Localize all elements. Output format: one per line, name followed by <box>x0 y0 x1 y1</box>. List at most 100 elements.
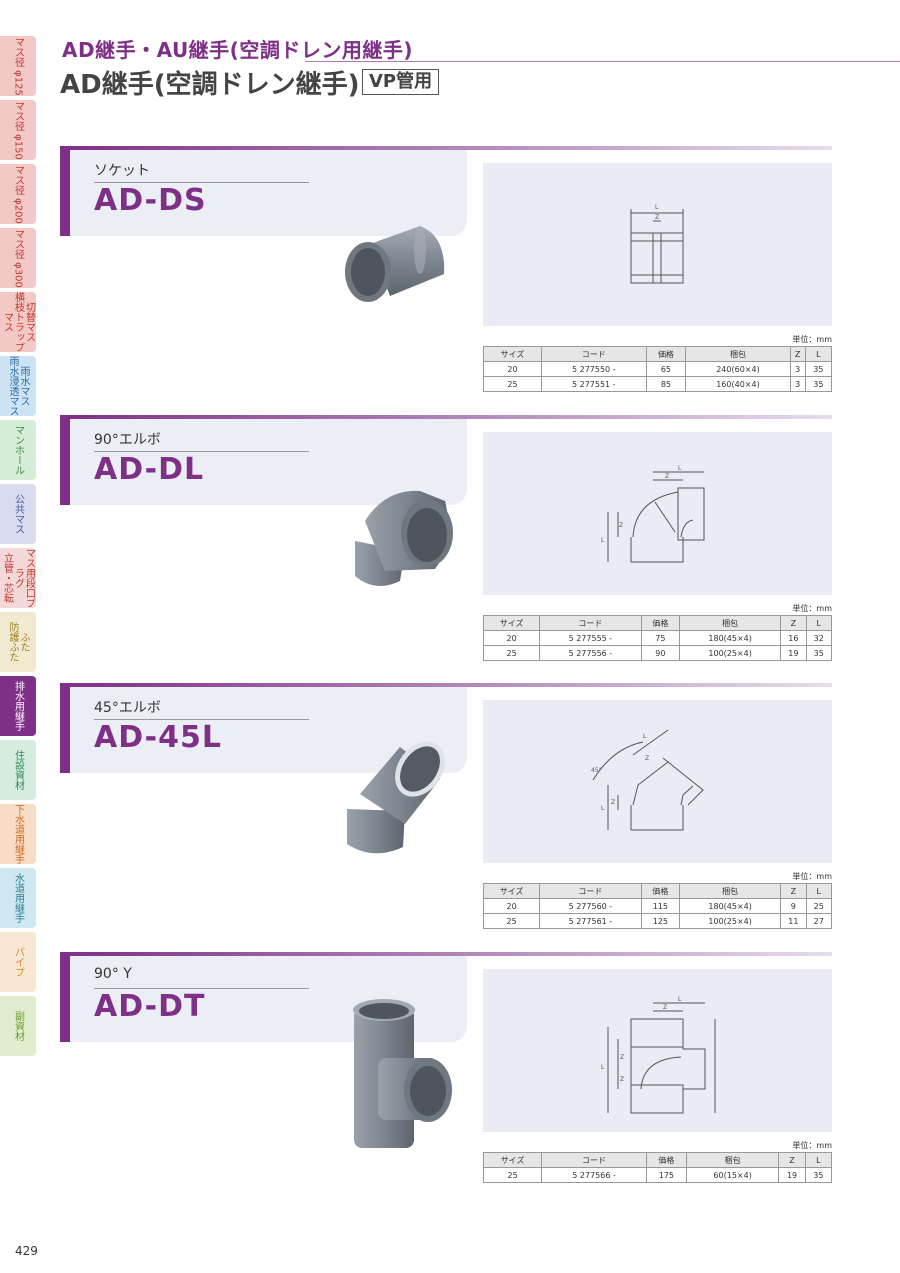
side-tab[interactable]: 雨水マス 雨水浸透マス <box>0 356 36 416</box>
page-subtitle: AD継手・AU継手(空調ドレン用継手) <box>62 38 413 62</box>
side-tab[interactable]: 切替マス 横枝トラップマス <box>0 292 36 352</box>
side-tab-label: ふた 防護ふた <box>7 622 29 662</box>
svg-text:Z: Z <box>645 755 649 762</box>
svg-text:Z: Z <box>620 1076 624 1083</box>
col-code: コード <box>539 615 642 631</box>
cell: 60(15×4) <box>685 1167 780 1183</box>
spec-table: サイズ コード 価格 梱包 Z L 25 5 277566 - 175 60(1… <box>482 1152 833 1183</box>
side-tab[interactable]: マス径 φ300 <box>0 228 36 288</box>
title-panel: ソケット AD-DS <box>60 150 467 236</box>
svg-text:L: L <box>655 204 659 211</box>
table-row: 25 5 277566 - 175 60(15×4) 19 35 <box>482 1167 833 1183</box>
elbow-90-drawing: LZ ZL <box>601 465 705 563</box>
side-tab-label: マス用段口プラグ 立管・芯転 <box>1 548 35 608</box>
col-price: 価格 <box>645 346 687 362</box>
side-tab[interactable]: マス径 φ200 <box>0 164 36 224</box>
col-size: サイズ <box>482 346 543 362</box>
cell: 180(45×4) <box>679 898 782 914</box>
page-number: 429 <box>15 1244 38 1258</box>
section-top-bar <box>60 146 832 150</box>
table-header-row: サイズ コード 価格 梱包 Z L <box>482 883 833 899</box>
product-code: AD-DS <box>94 183 207 218</box>
cell: 125 <box>640 913 681 929</box>
cell: 5 277551 - <box>541 376 647 392</box>
cell: 5 277566 - <box>541 1167 647 1183</box>
table-row: 25 5 277556 - 90 100(25×4) 19 35 <box>482 645 833 661</box>
product-code: AD-DT <box>94 989 206 1024</box>
tee-y-photo <box>353 999 452 1148</box>
svg-text:Z: Z <box>665 473 669 480</box>
svg-text:L: L <box>678 996 682 1003</box>
svg-text:Z: Z <box>619 522 623 529</box>
table-header-row: サイズ コード 価格 梱包 Z L <box>482 615 833 631</box>
svg-text:45°: 45° <box>591 767 602 774</box>
col-code: コード <box>539 883 642 899</box>
side-tab[interactable]: 下水道用継手 <box>0 804 36 864</box>
elbow-45-photo <box>347 741 445 854</box>
elbow-90-photo <box>355 490 453 586</box>
col-code: コード <box>541 1152 647 1168</box>
col-l: L <box>805 615 833 631</box>
side-tab-label: マス径 φ200 <box>12 164 24 224</box>
table-row: 20 5 277555 - 75 180(45×4) 16 32 <box>482 630 833 646</box>
side-tab[interactable]: 水道用継手 <box>0 868 36 928</box>
col-l: L <box>805 883 833 899</box>
cell: 90 <box>640 645 681 661</box>
cell: 5 277555 - <box>539 630 642 646</box>
side-tab-label: 公共マス <box>12 494 24 534</box>
title-rule <box>94 451 309 452</box>
cell: 240(60×4) <box>685 361 791 377</box>
side-tab-label: 切替マス 横枝トラップマス <box>1 292 35 352</box>
elbow-45-drawing: 45° LZ LZ <box>591 729 704 831</box>
title-rule <box>94 719 309 720</box>
col-z: Z <box>778 1152 806 1168</box>
section-top-bar <box>60 952 832 956</box>
side-tab[interactable]: 副資材 <box>0 996 36 1056</box>
vp-badge: VP管用 <box>362 69 440 95</box>
side-tab[interactable]: パイプ <box>0 932 36 992</box>
col-pack: 梱包 <box>685 346 791 362</box>
cell: 75 <box>640 630 681 646</box>
svg-text:Z: Z <box>663 1004 667 1011</box>
cell: 5 277560 - <box>539 898 642 914</box>
side-tab-label: 排水用継手 <box>12 681 24 731</box>
side-tab[interactable]: マス径 φ150 <box>0 100 36 160</box>
header-rule <box>305 61 900 62</box>
col-pack: 梱包 <box>679 883 782 899</box>
table-row: 20 5 277560 - 115 180(45×4) 9 25 <box>482 898 833 914</box>
cell: 175 <box>645 1167 687 1183</box>
unit-label: 単位：mm <box>792 1141 832 1150</box>
title-rule <box>94 182 309 183</box>
cell: 25 <box>482 1167 543 1183</box>
side-tab[interactable]: マンホール <box>0 420 36 480</box>
col-price: 価格 <box>640 883 681 899</box>
cell: 25 <box>482 645 541 661</box>
side-tab[interactable]: マス径 φ125 <box>0 36 36 96</box>
col-pack: 梱包 <box>685 1152 780 1168</box>
side-tab[interactable]: 住設資材 <box>0 740 36 800</box>
col-z: Z <box>789 346 806 362</box>
cell: 35 <box>804 376 833 392</box>
side-tab[interactable]: ふた 防護ふた <box>0 612 36 672</box>
cell: 100(25×4) <box>679 913 782 929</box>
socket-photo <box>345 226 445 302</box>
cell: 35 <box>805 645 833 661</box>
side-tab-label: マス径 φ125 <box>12 36 24 96</box>
side-tab-label: マンホール <box>12 425 24 475</box>
svg-text:Z: Z <box>655 214 659 221</box>
side-tab[interactable]: 公共マス <box>0 484 36 544</box>
svg-text:L: L <box>643 733 647 740</box>
unit-label: 単位：mm <box>792 872 832 881</box>
side-tab[interactable]: 排水用継手 <box>0 676 36 736</box>
cell: 100(25×4) <box>679 645 782 661</box>
col-size: サイズ <box>482 615 541 631</box>
title-rule <box>94 988 309 989</box>
table-row: 25 5 277561 - 125 100(25×4) 11 27 <box>482 913 833 929</box>
product-subtitle: ソケット <box>94 163 150 179</box>
side-tab[interactable]: マス用段口プラグ 立管・芯転 <box>0 548 36 608</box>
col-l: L <box>804 346 833 362</box>
cell: 3 <box>789 361 806 377</box>
